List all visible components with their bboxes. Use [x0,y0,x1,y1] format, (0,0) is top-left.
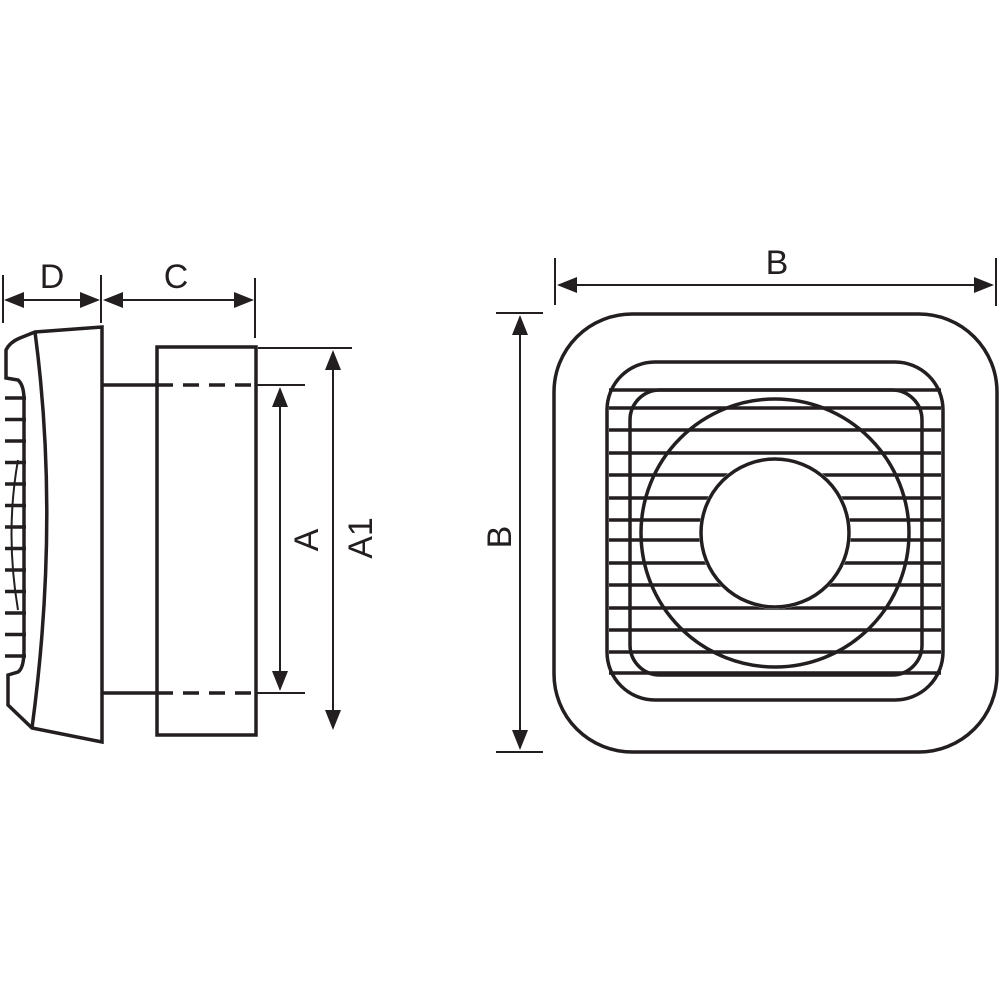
label-b-height: B [481,526,519,549]
outer-frame [552,312,999,754]
center-hub [699,457,851,609]
dimension-c: C [103,258,256,338]
label-d: D [40,258,65,296]
dimension-a1: A1 [258,347,380,730]
grille-inner-frame [628,388,924,677]
grille-fins [5,396,26,658]
label-b-width: B [766,244,789,282]
dimension-a: A [272,387,326,691]
impeller-ring [639,397,911,669]
dimension-b-width: B [554,244,997,306]
label-a1: A1 [342,517,380,559]
duct-body [155,345,258,737]
label-c: C [164,258,189,296]
grille-cover-side [4,325,104,745]
dimension-b-height: B [481,312,543,753]
grille-bars [609,388,941,675]
side-view: D C A A1 [2,258,380,745]
grille-frame [605,360,945,702]
front-view: B B [481,244,999,754]
dimension-d: D [2,258,102,323]
label-a: A [288,528,326,551]
connector [102,383,157,695]
hidden-lines [157,383,305,695]
